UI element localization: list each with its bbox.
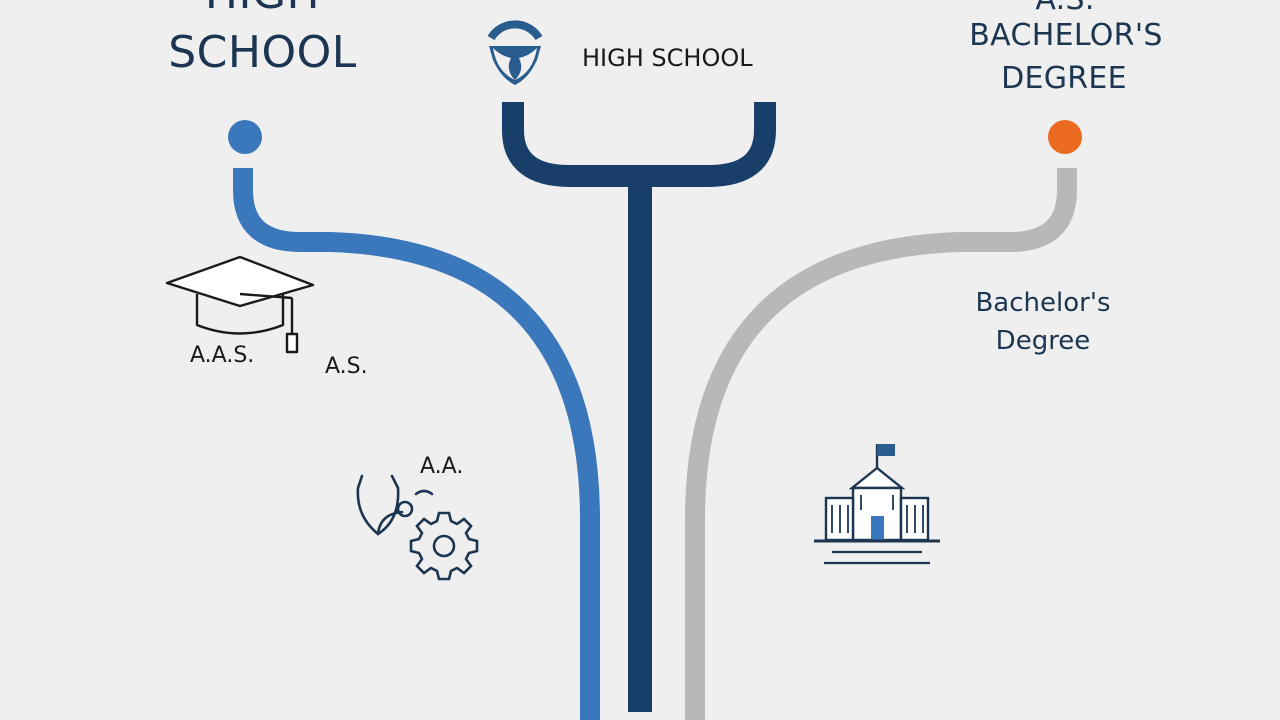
stethoscope-icon: [356, 474, 434, 536]
logo-icon: [487, 20, 543, 85]
label-aa: A.A.: [420, 454, 464, 479]
center-pathway-fork: [502, 102, 776, 187]
center-heading: HIGH SCHOOL: [582, 44, 753, 72]
right-heading-line3: DEGREE: [1001, 61, 1127, 96]
right-branch-label-line1: Bachelor's: [975, 288, 1111, 318]
label-aas: A.A.S.: [190, 343, 255, 368]
graduation-cap-icon: [165, 255, 315, 354]
right-branch-label-line2: Degree: [995, 326, 1091, 356]
left-pathway: [233, 168, 600, 720]
left-heading-line1: HIGH: [155, 0, 370, 16]
right-heading-line2: BACHELOR'S: [969, 18, 1163, 53]
gear-icon: [409, 511, 479, 581]
right-heading-line1: A.S.: [1000, 0, 1130, 15]
right-pathway: [685, 168, 1077, 720]
left-heading-line2: SCHOOL: [168, 27, 357, 78]
label-as: A.S.: [325, 354, 368, 379]
right-node: [1048, 120, 1082, 154]
university-building-icon: [814, 444, 940, 565]
left-node: [228, 120, 262, 154]
